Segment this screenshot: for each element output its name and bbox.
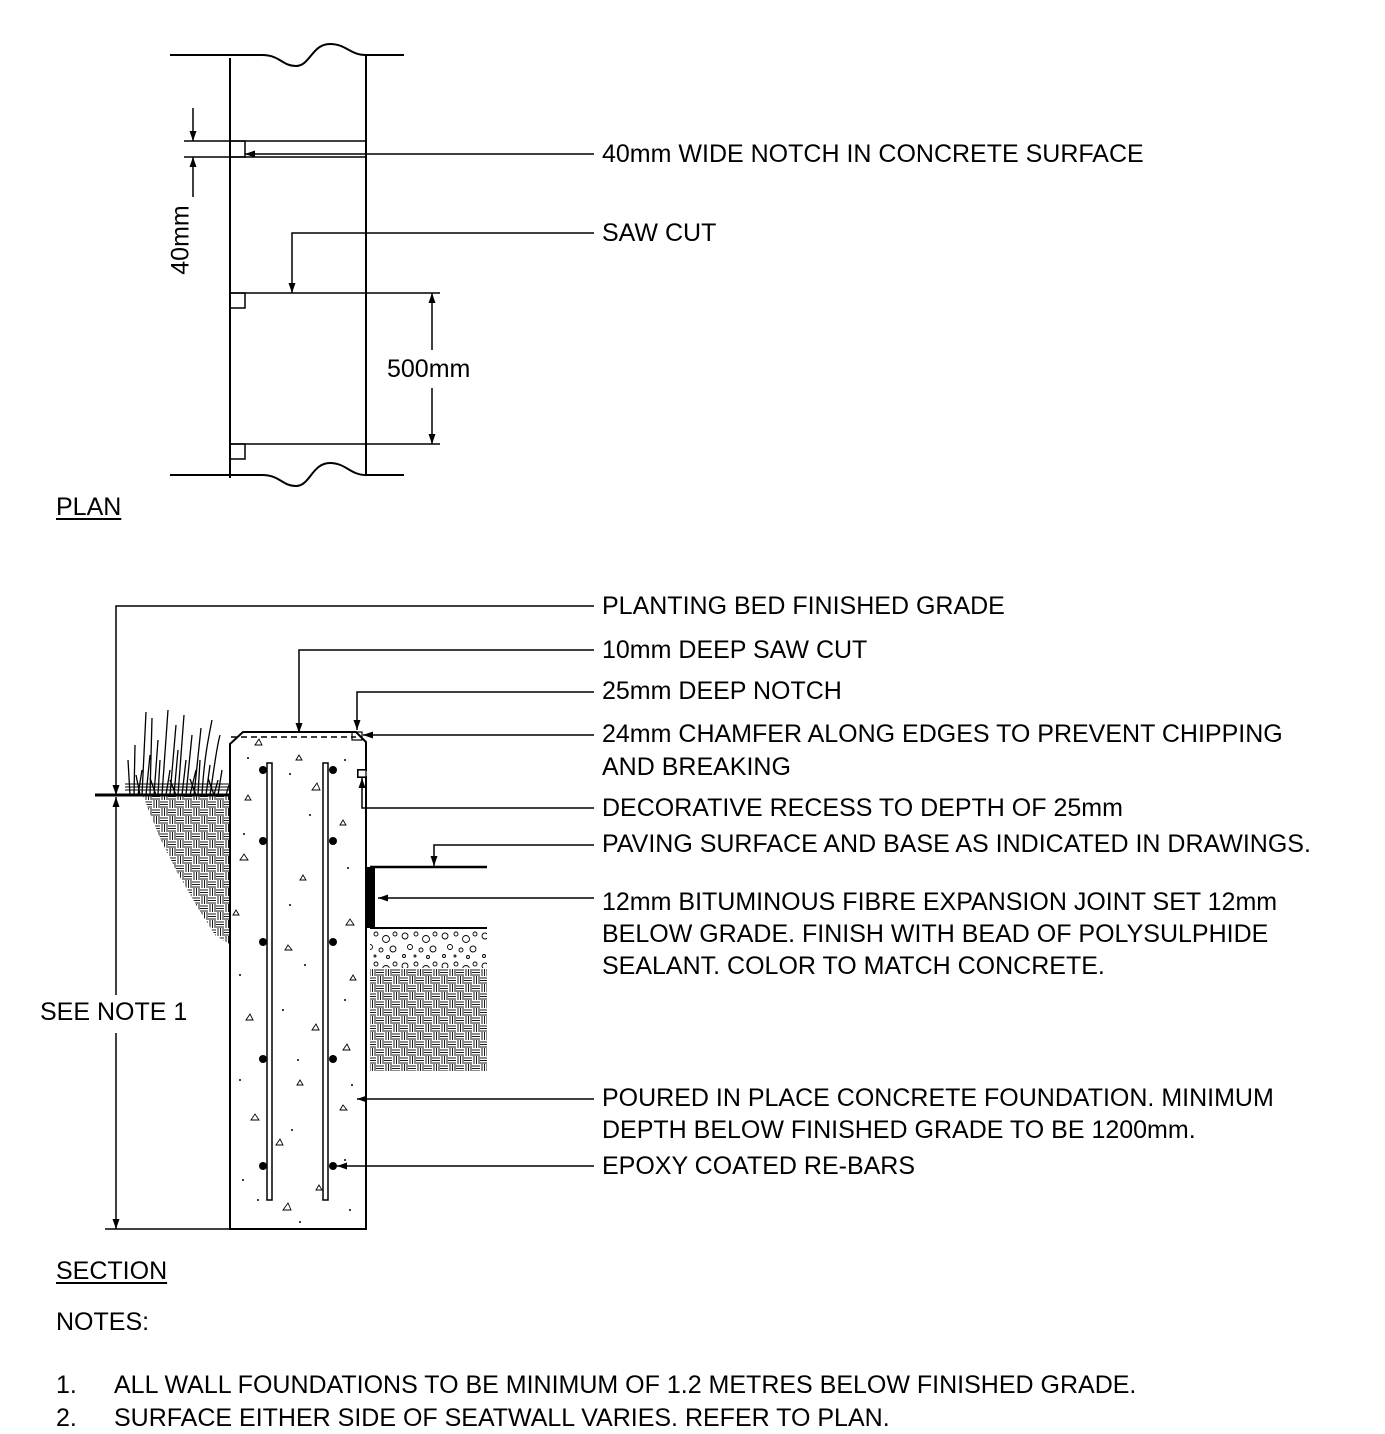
label-rebars: EPOXY COATED RE-BARS — [602, 1152, 916, 1180]
decorative-recess — [357, 769, 367, 778]
label-recess: DECORATIVE RECESS TO DEPTH OF 25mm — [602, 794, 1123, 822]
rebar-dots — [259, 766, 337, 1170]
leader-recess — [358, 778, 594, 809]
note-item: 1. ALL WALL FOUNDATIONS TO BE MINIMUM OF … — [56, 1369, 1136, 1401]
top-notch — [351, 731, 363, 741]
section-title: SECTION — [56, 1257, 168, 1285]
label-chamfer-line1: 24mm CHAMFER ALONG EDGES TO PREVENT CHIP… — [602, 720, 1283, 748]
note-number: 1. — [56, 1371, 77, 1399]
paving-subgrade — [370, 969, 487, 1071]
label-joint-line1: 12mm BITUMINOUS FIBRE EXPANSION JOINT SE… — [602, 888, 1278, 916]
section-depth-dimension — [105, 797, 230, 1230]
note-number: 2. — [56, 1404, 77, 1432]
paving-base-gravel — [370, 928, 487, 968]
label-paving: PAVING SURFACE AND BASE AS INDICATED IN … — [602, 830, 1311, 858]
dimension-40mm: 40mm — [166, 205, 195, 275]
note-text: ALL WALL FOUNDATIONS TO BE MINIMUM OF 1.… — [114, 1371, 1137, 1399]
label-deep-notch: 25mm DEEP NOTCH — [602, 677, 842, 705]
grass-tufts — [127, 709, 230, 796]
leader-saw-cut — [288, 232, 594, 293]
expansion-joint — [367, 867, 375, 928]
plan-title: PLAN — [56, 493, 122, 521]
label-notch: 40mm WIDE NOTCH IN CONCRETE SURFACE — [602, 140, 1144, 168]
grass-base — [125, 783, 232, 791]
note-text: SURFACE EITHER SIDE OF SEATWALL VARIES. … — [114, 1404, 890, 1432]
plan-view — [170, 42, 440, 488]
planting-soil — [143, 796, 231, 945]
leader-paving — [430, 844, 594, 866]
leader-deep-saw-cut — [295, 649, 594, 733]
label-joint-line3: SEALANT. COLOR TO MATCH CONCRETE. — [602, 952, 1105, 980]
dimension-500mm: 500mm — [387, 355, 471, 383]
note-item: 2. SURFACE EITHER SIDE OF SEATWALL VARIES… — [56, 1402, 890, 1434]
leader-deep-notch — [353, 691, 594, 730]
label-foundation-line2: DEPTH BELOW FINISHED GRADE TO BE 1200mm. — [602, 1116, 1196, 1144]
label-joint-line2: BELOW GRADE. FINISH WITH BEAD OF POLYSUL… — [602, 920, 1269, 948]
label-deep-saw-cut: 10mm DEEP SAW CUT — [602, 636, 868, 664]
label-planting-bed: PLANTING BED FINISHED GRADE — [602, 592, 1005, 620]
rebars — [266, 762, 329, 1201]
notes-title: NOTES: — [56, 1308, 150, 1336]
label-saw-cut: SAW CUT — [602, 219, 717, 247]
concrete-wall — [229, 731, 367, 1230]
label-see-note: SEE NOTE 1 — [40, 998, 188, 1026]
label-chamfer-line2: AND BREAKING — [602, 753, 791, 781]
concrete-aggregate — [232, 738, 357, 1211]
concrete-dots — [239, 757, 353, 1223]
leader-planting-bed — [112, 605, 594, 795]
label-foundation-line1: POURED IN PLACE CONCRETE FOUNDATION. MIN… — [602, 1084, 1274, 1112]
